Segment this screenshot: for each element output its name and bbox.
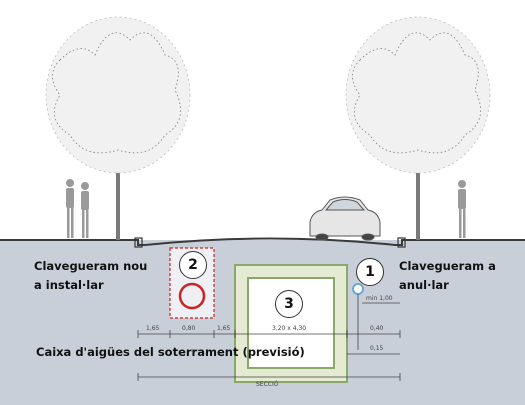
label-cancel-sewer-line2: anul·lar <box>399 278 449 292</box>
dim-5: 0,40 <box>370 325 384 332</box>
dim-7: min 1,00 <box>366 295 393 302</box>
label-new-sewer-line2: a instal·lar <box>34 278 104 292</box>
curb-left <box>134 237 143 248</box>
car <box>309 196 381 241</box>
dim-2: 0,80 <box>182 325 196 332</box>
curb-right <box>397 237 406 248</box>
dimension-lines <box>137 302 401 381</box>
old-sewer-pipe <box>352 283 364 295</box>
dim-3: 1,65 <box>217 325 231 332</box>
new-sewer-pipe <box>178 282 206 310</box>
pedestrians-left <box>66 179 89 238</box>
road-surface <box>0 237 525 246</box>
label-cancel-sewer: Clavegueram a anul·lar <box>399 257 496 295</box>
label-water-box: Caixa d'aigües del soterrament (previsió… <box>36 345 305 359</box>
label-cancel-sewer-line1: Clavegueram a <box>399 259 496 273</box>
dim-total: SECCIÓ <box>256 381 279 388</box>
pedestrian-right <box>458 180 466 238</box>
marker-2: 2 <box>179 251 207 279</box>
marker-1: 1 <box>356 258 384 286</box>
label-new-sewer-line1: Clavegueram nou <box>34 259 148 273</box>
label-new-sewer: Clavegueram nou a instal·lar <box>34 257 147 295</box>
dim-4: 3,20 x 4,30 <box>272 325 307 332</box>
marker-3: 3 <box>275 290 303 318</box>
tree-right <box>345 16 491 240</box>
tree-left <box>45 16 191 240</box>
dim-1: 1,65 <box>146 325 160 332</box>
dim-6: 0,15 <box>370 345 384 352</box>
